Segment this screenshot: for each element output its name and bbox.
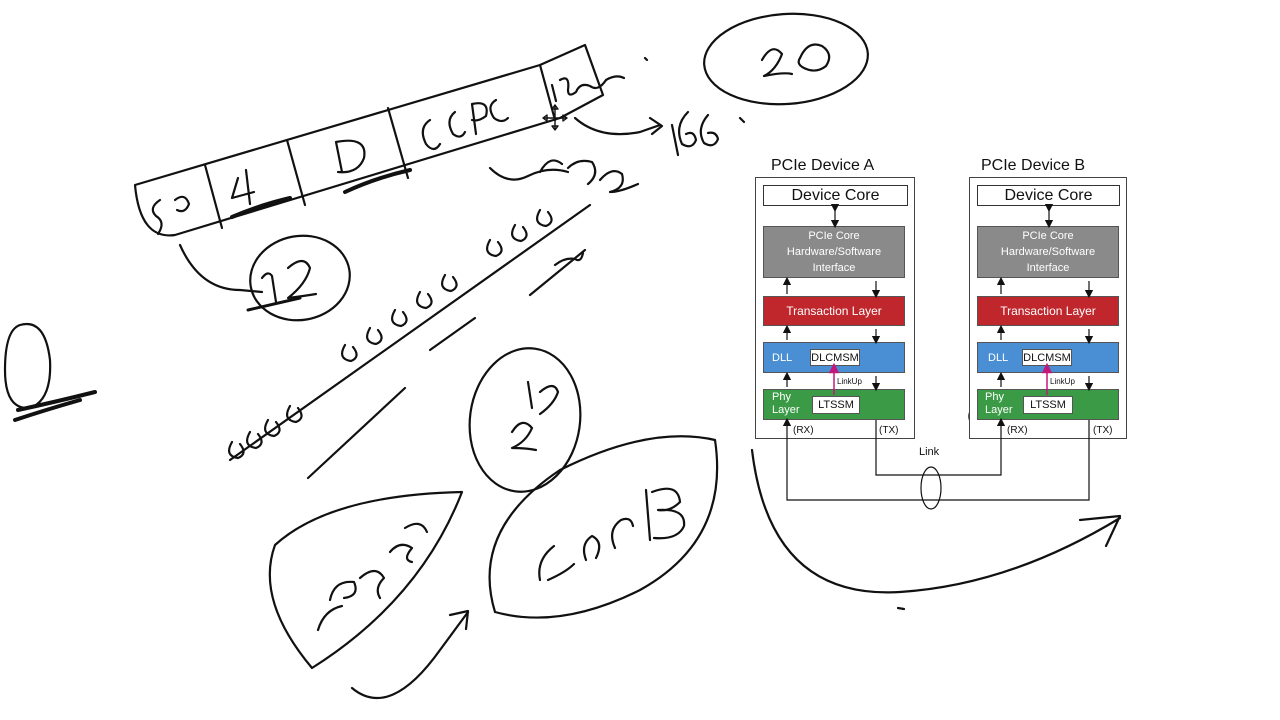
ink-underline-1 bbox=[230, 196, 292, 219]
device-b-linkup-label: LinkUp bbox=[1050, 377, 1075, 386]
ink-circle-20 bbox=[703, 12, 869, 106]
ink-scribble-lane bbox=[550, 56, 649, 103]
ink-scribble-se bbox=[151, 195, 191, 236]
device-a-interface-line1: PCIe Core bbox=[808, 230, 860, 242]
device-a-phy-label: Phy Layer bbox=[772, 391, 800, 417]
device-b-interface-line1: PCIe Core bbox=[1022, 230, 1074, 242]
ink-scribble-16g bbox=[670, 110, 746, 157]
ink-dash bbox=[896, 606, 906, 611]
device-a-linkup-label: LinkUp bbox=[837, 377, 862, 386]
device-a-interface-line2: Hardware/Software bbox=[786, 246, 882, 258]
ink-scribble-line-diagonal-1 bbox=[228, 203, 592, 462]
device-a-tx-label: (TX) bbox=[879, 425, 899, 436]
ink-scribble-ecpe bbox=[421, 98, 510, 151]
ink-bar-divider-2 bbox=[285, 138, 307, 207]
ink-bar-divider-3 bbox=[386, 106, 410, 180]
device-a-ltssm: LTSSM bbox=[812, 396, 860, 414]
device-b-rx-label: (RX) bbox=[1007, 425, 1028, 436]
device-b-interface-line3: Interface bbox=[1026, 262, 1070, 274]
device-b-tx-label: (TX) bbox=[1093, 425, 1113, 436]
ink-bar-divider-4 bbox=[538, 63, 557, 122]
device-b-title: PCIe Device B bbox=[981, 157, 1086, 174]
ink-underline-2 bbox=[343, 168, 412, 194]
device-a-interface-line3: Interface bbox=[812, 262, 856, 274]
ink-scribble-2-12 bbox=[510, 380, 560, 452]
link-wire-b-tx-to-a-rx bbox=[782, 417, 1090, 501]
device-b-transaction-layer: Transaction Layer bbox=[977, 296, 1119, 326]
ink-circle-12 bbox=[249, 234, 351, 322]
ink-scribble-12 bbox=[260, 259, 318, 304]
device-a-transaction-layer: Transaction Layer bbox=[763, 296, 905, 326]
ink-circle-2-12 bbox=[468, 347, 582, 493]
ink-bar-divider-1 bbox=[203, 163, 224, 230]
ink-line-short-2 bbox=[528, 248, 587, 297]
ink-scribble-leaf-right bbox=[538, 487, 686, 582]
device-a-phy-line2: Layer bbox=[772, 404, 800, 416]
ink-line-long-2 bbox=[306, 386, 407, 480]
device-b-dll-label: DLL bbox=[988, 352, 1009, 364]
ink-scribble-leaf-left bbox=[316, 522, 429, 632]
link-ellipse bbox=[920, 466, 942, 510]
device-a-dll-label: DLL bbox=[772, 352, 793, 364]
ink-left-underline bbox=[13, 390, 97, 422]
ink-underline-12 bbox=[246, 296, 302, 312]
ink-hook-to-12 bbox=[178, 243, 264, 294]
ink-leaf-left bbox=[268, 490, 464, 670]
ink-leaf-right bbox=[488, 435, 719, 619]
ink-arrow-bottom bbox=[350, 609, 470, 700]
ink-arrow-16g bbox=[573, 116, 664, 136]
device-a-phy-line1: Phy bbox=[772, 391, 791, 403]
device-b-phy-line1: Phy bbox=[985, 391, 1004, 403]
ink-swoosh-arrow bbox=[750, 448, 1122, 594]
device-b-phy-line2: Layer bbox=[985, 404, 1013, 416]
link-label: Link bbox=[919, 446, 940, 458]
device-b-phy-label: Phy Layer bbox=[985, 391, 1013, 417]
device-a-title: PCIe Device A bbox=[771, 157, 875, 174]
ink-scribble-loops bbox=[228, 208, 553, 460]
device-b-interface: PCIe Core Hardware/Software Interface bbox=[977, 226, 1119, 278]
ink-scribble-20 bbox=[760, 43, 831, 78]
device-a-interface: PCIe Core Hardware/Software Interface bbox=[763, 226, 905, 278]
ink-scribble-D bbox=[334, 139, 366, 174]
ink-scribble-line-3320 bbox=[488, 159, 640, 194]
ink-scribble-4 bbox=[230, 168, 256, 206]
move-cursor-icon bbox=[542, 104, 568, 131]
ink-line-short-1 bbox=[428, 316, 477, 352]
device-b-interface-line2: Hardware/Software bbox=[1000, 246, 1096, 258]
device-b-core: Device Core bbox=[977, 185, 1120, 206]
device-b-ltssm: LTSSM bbox=[1023, 396, 1073, 414]
device-a-rx-label: (RX) bbox=[793, 425, 814, 436]
